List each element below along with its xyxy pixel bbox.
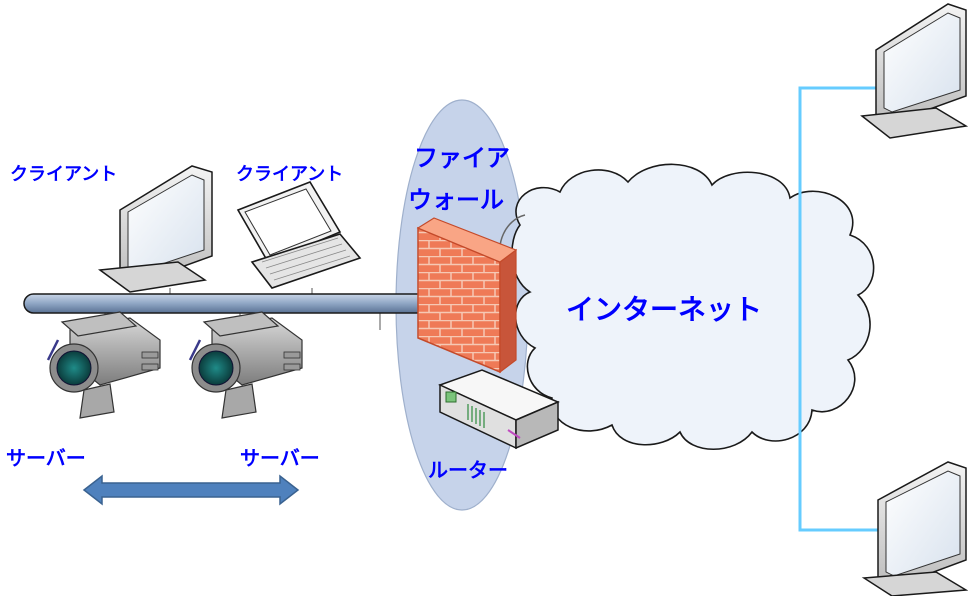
client-label-2: クライアント bbox=[236, 164, 344, 185]
desktop-monitor-icon bbox=[97, 165, 213, 293]
lan-bus bbox=[23, 293, 457, 314]
camera-server-icon bbox=[46, 311, 161, 419]
router-label: ルーター bbox=[428, 458, 508, 482]
server-label-2: サーバー bbox=[240, 446, 320, 470]
client-label-1: クライアント bbox=[10, 164, 118, 185]
server-label-1: サーバー bbox=[6, 446, 86, 470]
camera-server-icon bbox=[188, 311, 303, 419]
firewall-brick-icon bbox=[416, 217, 518, 374]
router-icon bbox=[438, 369, 560, 450]
firewall-label-line1: ファイア bbox=[414, 144, 510, 172]
internet-link-line bbox=[798, 86, 880, 532]
laptop-icon bbox=[236, 181, 362, 289]
firewall-label-line2: ウォール bbox=[408, 186, 504, 214]
desktop-monitor-icon bbox=[861, 461, 968, 596]
double-arrow-icon bbox=[82, 474, 300, 506]
desktop-monitor-icon bbox=[860, 3, 968, 139]
internet-label: インターネット bbox=[566, 293, 763, 326]
cloud-icon bbox=[499, 163, 875, 451]
